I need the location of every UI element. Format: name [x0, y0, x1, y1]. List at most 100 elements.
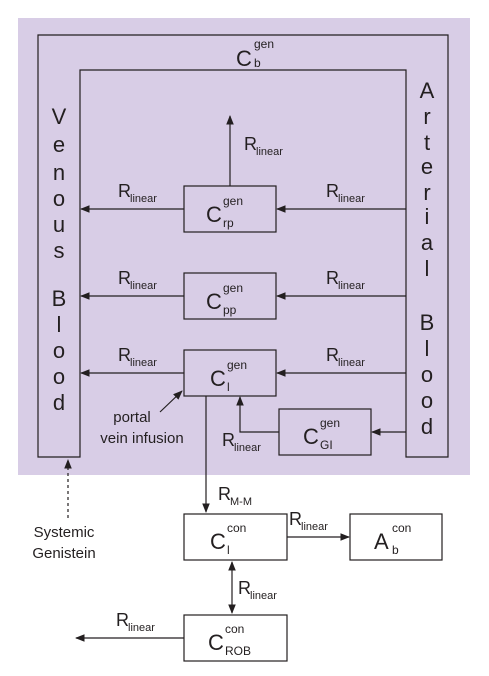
- svg-text:C: C: [210, 366, 226, 391]
- svg-text:A: A: [374, 529, 389, 554]
- blood-compartment-label: C gen b: [236, 37, 274, 71]
- svg-text:A: A: [420, 78, 435, 103]
- svg-text:C: C: [210, 529, 226, 554]
- rate-gi-l: R linear: [222, 430, 261, 454]
- svg-text:o: o: [421, 388, 433, 413]
- svg-text:R: R: [218, 484, 231, 504]
- svg-text:C: C: [206, 202, 222, 227]
- svg-text:e: e: [421, 154, 433, 179]
- svg-text:con: con: [225, 622, 244, 636]
- svg-text:pp: pp: [223, 303, 237, 317]
- svg-text:C: C: [208, 630, 224, 655]
- svg-text:l: l: [425, 256, 430, 281]
- svg-text:R: R: [118, 181, 131, 201]
- svg-text:C: C: [303, 424, 319, 449]
- svg-text:e: e: [53, 132, 65, 157]
- svg-text:R: R: [326, 345, 339, 365]
- svg-text:linear: linear: [130, 357, 157, 369]
- svg-text:gen: gen: [223, 281, 243, 295]
- svg-text:R: R: [289, 509, 302, 529]
- svg-text:R: R: [222, 430, 235, 450]
- arrow-gi-to-l: [236, 396, 279, 433]
- svg-text:linear: linear: [130, 280, 157, 292]
- node-a-con-b-label: A con b: [374, 521, 411, 557]
- rate-art-l: R linear: [326, 345, 365, 369]
- svg-text:gen: gen: [227, 358, 247, 372]
- venous-blood-label: V e n o u s B l o o d: [52, 104, 67, 415]
- svg-text:n: n: [53, 160, 65, 185]
- svg-text:GI: GI: [320, 438, 333, 452]
- svg-text:Genistein: Genistein: [32, 545, 95, 562]
- svg-text:portal: portal: [113, 409, 151, 426]
- svg-text:R: R: [326, 268, 339, 288]
- svg-text:r: r: [423, 104, 430, 129]
- svg-text:o: o: [53, 338, 65, 363]
- systemic-region: [18, 18, 470, 475]
- svg-text:con: con: [227, 521, 246, 535]
- rate-mm: R M-M: [218, 484, 252, 508]
- svg-text:linear: linear: [234, 442, 261, 454]
- svg-text:R: R: [116, 610, 129, 630]
- rate-pp-ven: R linear: [118, 268, 157, 292]
- svg-text:con: con: [392, 521, 411, 535]
- svg-text:l: l: [57, 312, 62, 337]
- svg-text:l: l: [227, 543, 230, 557]
- svg-text:o: o: [421, 362, 433, 387]
- svg-text:B: B: [420, 310, 435, 335]
- svg-text:d: d: [53, 390, 65, 415]
- svg-text:M-M: M-M: [230, 496, 252, 508]
- node-c-gen-pp-label: C gen pp: [206, 281, 243, 317]
- svg-text:rp: rp: [223, 216, 234, 230]
- node-c-gen-gi-label: C gen GI: [303, 416, 340, 452]
- svg-text:s: s: [54, 238, 65, 263]
- svg-text:o: o: [53, 364, 65, 389]
- rate-l-ven: R linear: [118, 345, 157, 369]
- svg-text:R: R: [118, 345, 131, 365]
- svg-text:C: C: [206, 289, 222, 314]
- svg-text:linear: linear: [130, 193, 157, 205]
- rate-con-l-a: R linear: [289, 509, 328, 533]
- rate-con-rob-elim: R linear: [116, 610, 155, 634]
- node-c-gen-l-label: C gen l: [210, 358, 247, 394]
- svg-text:b: b: [254, 56, 261, 70]
- svg-text:linear: linear: [338, 193, 365, 205]
- svg-text:o: o: [53, 186, 65, 211]
- systemic-genistein-label: Systemic Genistein: [32, 524, 95, 562]
- svg-text:linear: linear: [338, 280, 365, 292]
- svg-text:r: r: [423, 180, 430, 205]
- svg-text:gen: gen: [254, 37, 274, 51]
- svg-text:d: d: [421, 414, 433, 439]
- svg-text:a: a: [421, 230, 434, 255]
- svg-text:V: V: [52, 104, 67, 129]
- svg-text:R: R: [244, 134, 257, 154]
- svg-text:linear: linear: [301, 521, 328, 533]
- node-c-con-l-label: C con l: [210, 521, 246, 557]
- svg-text:linear: linear: [256, 146, 283, 158]
- blood-loop: [37, 34, 449, 458]
- svg-text:Systemic: Systemic: [34, 524, 95, 541]
- svg-text:R: R: [118, 268, 131, 288]
- svg-text:ROB: ROB: [225, 644, 251, 658]
- node-a-con-b: [349, 513, 443, 561]
- svg-text:i: i: [425, 204, 430, 229]
- node-c-gen-rp-label: C gen rp: [206, 194, 243, 230]
- svg-text:vein infusion: vein infusion: [100, 430, 183, 447]
- svg-text:gen: gen: [320, 416, 340, 430]
- svg-text:l: l: [227, 380, 230, 394]
- svg-text:l: l: [425, 336, 430, 361]
- svg-text:linear: linear: [250, 590, 277, 602]
- arterial-blood-label: A r t e r i a l B l o o d: [420, 78, 435, 439]
- svg-text:C: C: [236, 46, 252, 71]
- svg-text:linear: linear: [128, 622, 155, 634]
- svg-text:b: b: [392, 543, 399, 557]
- arrow-portal-infusion: [159, 390, 183, 413]
- rate-rp-ven: R linear: [118, 181, 157, 205]
- svg-text:linear: linear: [338, 357, 365, 369]
- rate-art-pp: R linear: [326, 268, 365, 292]
- portal-vein-infusion-label: portal vein infusion: [100, 409, 183, 447]
- rate-rp-elim: R linear: [244, 134, 283, 158]
- svg-text:u: u: [53, 212, 65, 237]
- svg-text:gen: gen: [223, 194, 243, 208]
- svg-text:B: B: [52, 286, 67, 311]
